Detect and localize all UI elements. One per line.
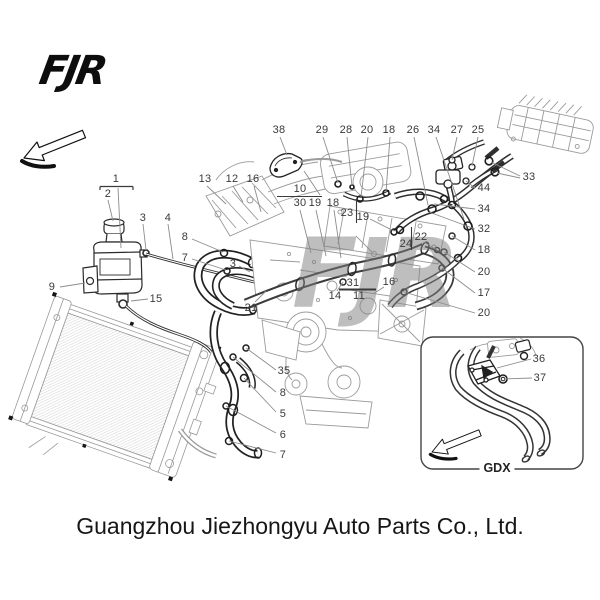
callout-11: 11 xyxy=(352,290,366,302)
callout-33: 33 xyxy=(522,171,536,183)
callout-32: 32 xyxy=(477,223,491,235)
callout-8: 8 xyxy=(279,387,287,399)
callout-16: 16 xyxy=(382,276,396,288)
callout-26: 26 xyxy=(406,124,420,136)
heater-unit-drawing xyxy=(496,94,594,154)
inset-caption: GDX xyxy=(479,461,515,475)
callout-14: 14 xyxy=(328,290,342,302)
callout-23: 23 xyxy=(340,207,354,219)
inset-box xyxy=(420,336,584,470)
hoses-drawing xyxy=(124,248,359,459)
callout-15: 15 xyxy=(149,293,163,305)
callout-18: 18 xyxy=(382,124,396,136)
expansion-tank-drawing xyxy=(82,218,150,309)
logo-text: FJR xyxy=(35,48,109,94)
callout-2: 2 xyxy=(104,188,112,200)
callout-9: 9 xyxy=(48,281,56,293)
callout-16: 16 xyxy=(246,173,260,185)
callout-34: 34 xyxy=(477,203,491,215)
callout-18: 18 xyxy=(326,197,340,209)
callout-37: 37 xyxy=(533,372,547,384)
callout-3: 3 xyxy=(229,258,237,270)
watermark-text: FJR xyxy=(292,218,455,330)
callout-31: 31 xyxy=(346,277,360,289)
callout-3: 3 xyxy=(139,212,147,224)
callout-35: 35 xyxy=(277,365,291,377)
callout-1: 1 xyxy=(112,173,120,185)
inset-direction-arrow-icon xyxy=(428,428,483,461)
callout-6: 6 xyxy=(279,429,287,441)
elbow-pipe-drawing xyxy=(269,152,343,178)
callout-10: 10 xyxy=(293,183,307,195)
callout-12: 12 xyxy=(225,173,239,185)
company-name: Guangzhou Jiezhongyu Auto Parts Co., Ltd… xyxy=(76,513,524,539)
callout-24: 24 xyxy=(399,238,413,250)
callout-20: 20 xyxy=(477,266,491,278)
callout-4: 4 xyxy=(164,212,172,224)
callout-8: 8 xyxy=(181,231,189,243)
callout-17: 17 xyxy=(477,287,491,299)
callout-44: 44 xyxy=(477,182,491,194)
engine-drawing xyxy=(205,141,447,429)
callout-20: 20 xyxy=(477,307,491,319)
callout-38: 38 xyxy=(272,124,286,136)
callout-13: 13 xyxy=(198,173,212,185)
callout-30: 30 xyxy=(293,197,307,209)
radiator-drawing xyxy=(8,291,222,482)
callout-29: 29 xyxy=(315,124,329,136)
callout-21: 21 xyxy=(244,302,258,314)
callout-36: 36 xyxy=(532,353,546,365)
callout-34: 34 xyxy=(427,124,441,136)
callout-20: 20 xyxy=(360,124,374,136)
callout-18: 18 xyxy=(477,244,491,256)
direction-arrow-icon xyxy=(20,128,88,169)
callout-22: 22 xyxy=(414,231,428,243)
callout-5: 5 xyxy=(279,408,287,420)
callout-28: 28 xyxy=(339,124,353,136)
callout-7: 7 xyxy=(279,449,287,461)
callout-25: 25 xyxy=(471,124,485,136)
callout-19: 19 xyxy=(308,197,322,209)
callout-27: 27 xyxy=(450,124,464,136)
callout-7: 7 xyxy=(181,252,189,264)
callout-19: 19 xyxy=(356,211,370,223)
